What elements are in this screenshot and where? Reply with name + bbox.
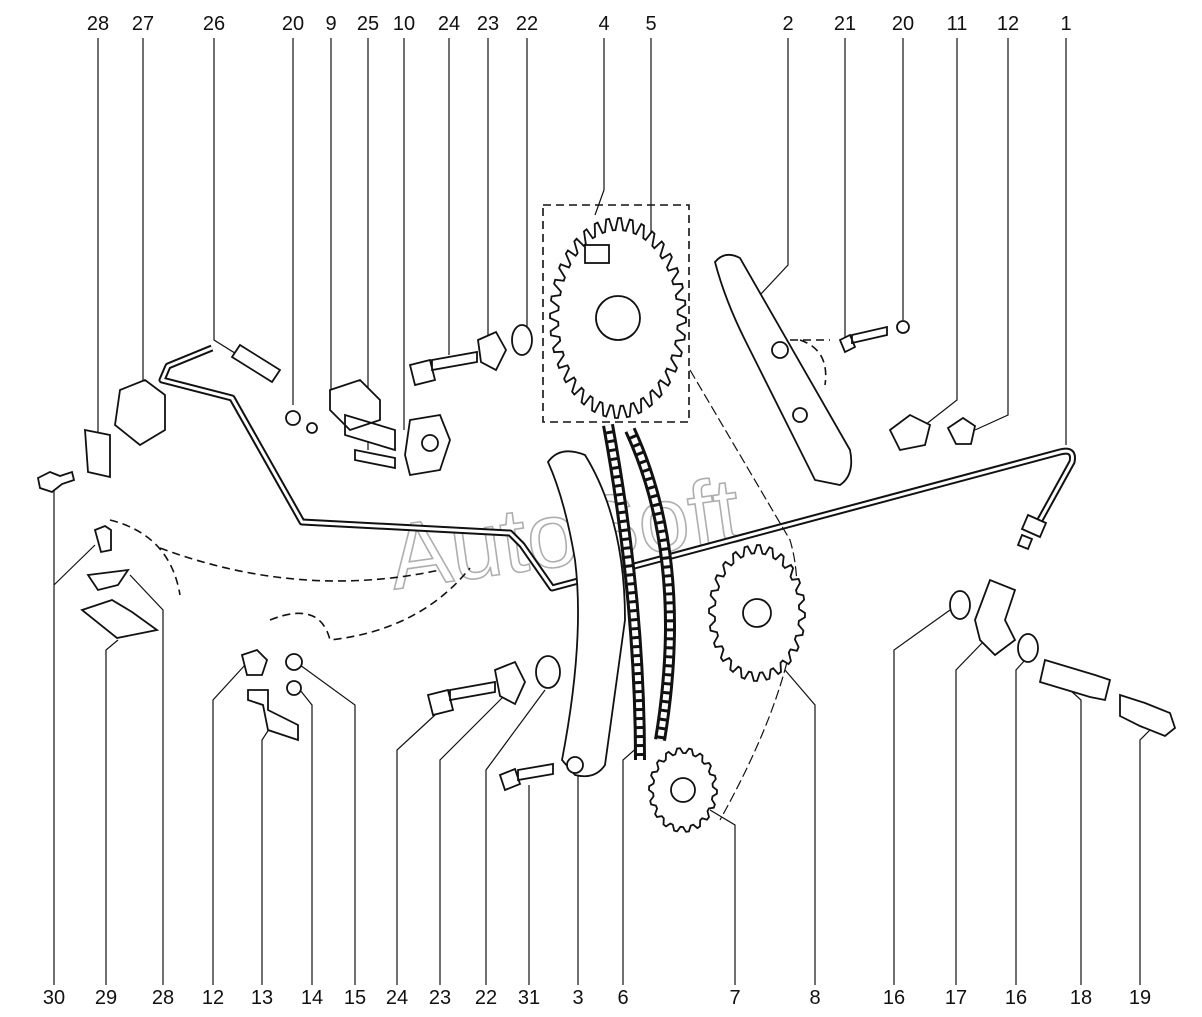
washer-22b [535, 655, 561, 689]
washer-20 [306, 422, 318, 434]
callout-22: 22 [516, 13, 538, 35]
leader-lines [53, 38, 1151, 985]
mid-hub [742, 598, 772, 628]
cam-hub [595, 295, 641, 341]
callout-11: 11 [947, 13, 968, 35]
clip-12 [946, 416, 977, 445]
callout-16: 16 [883, 987, 905, 1009]
callout-6: 6 [617, 987, 628, 1009]
washer-16b [1017, 633, 1039, 663]
callout-25: 25 [357, 13, 379, 35]
callout-10: 10 [393, 13, 415, 35]
lock-washer-23 [477, 330, 508, 372]
pressure-sensor-19 [1119, 693, 1177, 738]
fixed-guide [546, 450, 626, 778]
callout-14: 14 [301, 987, 323, 1009]
chain-guides [546, 253, 853, 778]
washer-22 [511, 324, 533, 356]
stud-25 [354, 448, 396, 470]
callout-24b: 24 [386, 987, 408, 1009]
callout-13: 13 [251, 987, 273, 1009]
bracket-13 [247, 689, 299, 742]
callout-20: 20 [282, 13, 304, 35]
nut-26 [285, 410, 301, 426]
callout-23b: 23 [429, 987, 451, 1009]
lock-washer-23b [493, 660, 526, 706]
bolt-21 [838, 325, 888, 354]
clip-11 [888, 413, 932, 452]
bolt-31 [498, 762, 554, 792]
washer-16 [949, 590, 971, 620]
tensioner-guide [714, 253, 853, 486]
oil-pipe [158, 343, 1076, 592]
callout-28b: 28 [152, 987, 174, 1009]
callout-29: 29 [95, 987, 117, 1009]
callout-18: 18 [1070, 987, 1092, 1009]
callout-1: 1 [1060, 13, 1071, 35]
callout-31: 31 [518, 987, 540, 1009]
callout-19: 19 [1129, 987, 1151, 1009]
callout-27: 27 [132, 13, 154, 35]
banjo-17 [974, 578, 1017, 657]
callout-26: 26 [203, 13, 225, 35]
callout-2: 2 [782, 13, 793, 35]
bolt-24 [408, 350, 478, 387]
screw-30b [93, 524, 112, 554]
callout-15: 15 [344, 987, 366, 1009]
bolt-24b [426, 680, 496, 717]
callout-22b: 22 [475, 987, 497, 1009]
plate-28b [86, 568, 130, 592]
callout-9: 9 [325, 13, 336, 35]
callout-16b: 16 [1005, 987, 1027, 1009]
nut-15 [285, 653, 303, 671]
top-callouts: 28 27 26 20 9 25 10 24 23 22 4 5 2 21 20… [87, 13, 1072, 35]
callout-23: 23 [477, 13, 499, 35]
sprockets [549, 217, 806, 833]
assembly-dashes [109, 204, 830, 641]
callout-28: 28 [87, 13, 109, 35]
plate-28 [84, 428, 111, 479]
callout-8: 8 [809, 987, 820, 1009]
callout-24: 24 [438, 13, 460, 35]
bottom-callouts: 30 29 28 12 13 14 15 24 23 22 31 3 6 7 8… [43, 987, 1151, 1009]
callout-7: 7 [729, 987, 740, 1009]
callout-5: 5 [645, 13, 656, 35]
washer-14 [286, 680, 302, 696]
callout-4: 4 [598, 13, 609, 35]
tensioner-9 [329, 378, 396, 452]
cam-key [584, 244, 610, 264]
callout-17: 17 [945, 987, 967, 1009]
banjo-bolt-18 [1038, 658, 1112, 702]
washer-20b [896, 320, 910, 334]
callout-12b: 12 [202, 987, 224, 1009]
hardware [36, 320, 1177, 792]
crank-hub [670, 777, 696, 803]
callout-12: 12 [997, 13, 1019, 35]
callout-30: 30 [43, 987, 65, 1009]
callout-3: 3 [572, 987, 583, 1009]
bolt-30 [36, 470, 76, 494]
callout-21: 21 [834, 13, 856, 35]
clip-12b [240, 648, 269, 676]
plate-29 [80, 599, 160, 639]
bracket-27 [114, 378, 166, 447]
callout-20b: 20 [892, 13, 914, 35]
